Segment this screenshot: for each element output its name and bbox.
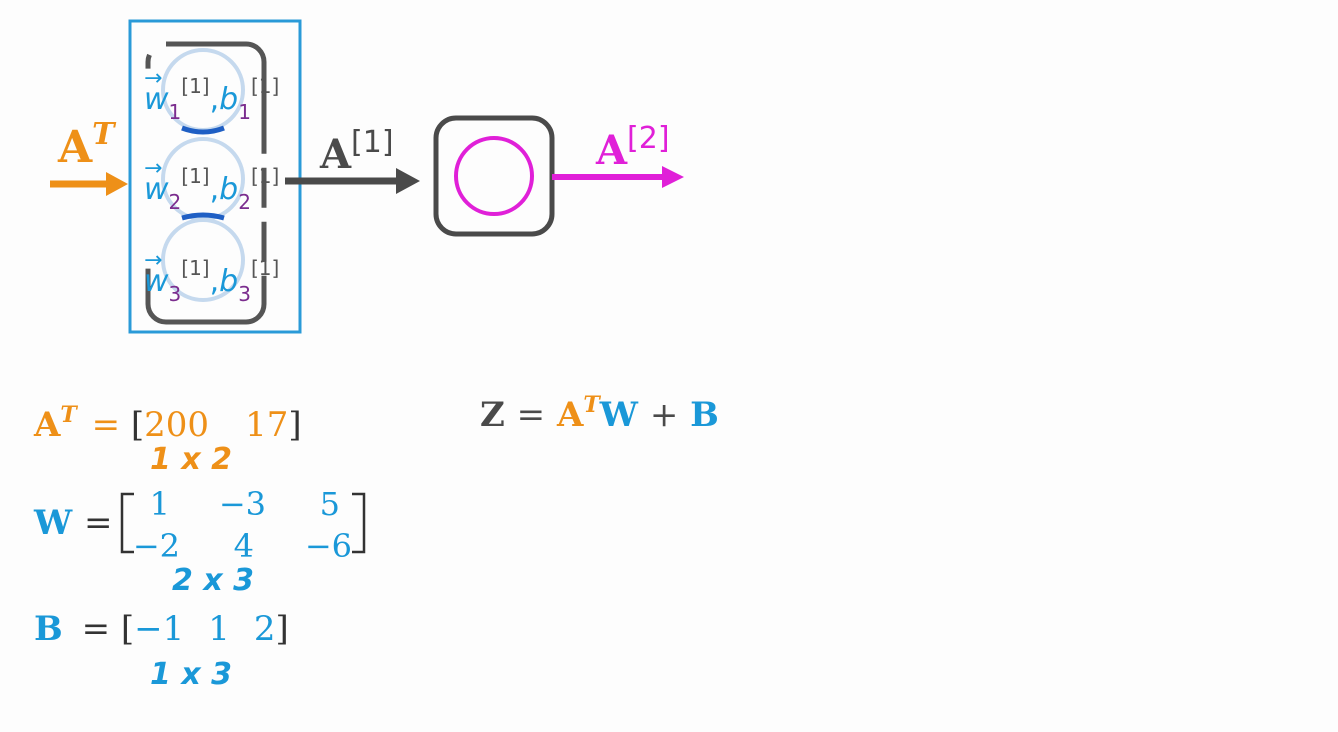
layer1-output-label-base: A — [320, 131, 352, 178]
neuron-3-b-sup: [1] — [250, 256, 280, 280]
neuron-2-b-sup: [1] — [250, 164, 280, 188]
z-a-sup: T — [583, 392, 600, 418]
neuron-3-b-sub: 3 — [238, 282, 251, 306]
b-lhs: B — [34, 609, 63, 649]
w-cell-1-0: −2 — [132, 527, 180, 565]
neuron-1-label: →w1[1],b1[1] — [144, 68, 280, 124]
z-equation: Z = ATW + B — [480, 394, 719, 435]
b-value-3: 2 — [253, 609, 276, 649]
vector-arrow-icon: → — [144, 156, 163, 181]
neuron-2-w-sub: 2 — [168, 190, 182, 214]
layer2-output-label-sup: [2] — [627, 121, 670, 156]
neuron-1-w-sup: [1] — [181, 74, 210, 98]
neuron-2-w: w — [144, 172, 169, 207]
layer1-selection-box — [128, 19, 302, 334]
at-value-1: 200 — [144, 405, 210, 445]
neuron-1-w: w — [144, 82, 169, 117]
neuron-2-b: b — [219, 172, 239, 207]
layer2-output-arrowhead — [662, 166, 684, 188]
layer2-box — [433, 115, 555, 237]
at-value-2: 17 — [245, 405, 289, 445]
input-label-sup: T — [92, 117, 115, 152]
neuron-1-comma: , — [209, 82, 220, 117]
layer1-output-arrowhead — [396, 168, 420, 194]
w-equation: W = — [34, 506, 113, 540]
b-value-2: 1 — [208, 609, 230, 649]
input-label: AT — [58, 120, 114, 170]
at-close-bracket: ] — [288, 405, 302, 445]
layer1-output-label-sup: [1] — [351, 125, 394, 160]
w-right-bracket — [352, 492, 366, 554]
neuron-1-b-sub: 1 — [238, 100, 251, 124]
w-cell-0-2: 5 — [319, 485, 340, 523]
layer2-output-label: A[2] — [596, 124, 670, 171]
w-cell-0-1: −3 — [218, 485, 266, 523]
at-lhs-sup: T — [60, 402, 77, 428]
w-cell-1-1: 4 — [233, 527, 254, 565]
b-eq-sign: = — [81, 609, 111, 649]
z-lhs: Z — [480, 395, 505, 435]
input-label-base: A — [58, 122, 93, 173]
input-arrowhead — [106, 172, 128, 196]
z-b: B — [690, 395, 719, 435]
neuron-3-circle — [161, 218, 245, 302]
layer1-container — [145, 41, 267, 325]
b-value-1: −1 — [134, 609, 185, 649]
b-close-bracket: ] — [275, 609, 289, 649]
b-dims-annotation: 1 x 3 — [150, 657, 232, 692]
neuron-join-1 — [181, 125, 225, 135]
neuron-3-comma: , — [209, 264, 220, 299]
z-w: W — [599, 395, 638, 435]
neuron-3-w-sub: 3 — [168, 282, 182, 306]
z-plus: + — [649, 395, 679, 435]
neuron-2-b-sub: 2 — [238, 190, 251, 214]
neuron-1-b: b — [219, 82, 239, 117]
z-eq-sign: = — [516, 395, 546, 435]
neuron-1-b-sup: [1] — [250, 74, 280, 98]
neuron-3-w-sup: [1] — [181, 256, 210, 280]
at-lhs: A — [34, 405, 61, 445]
layer2-output-label-base: A — [596, 127, 628, 174]
w-lhs: W — [34, 503, 73, 543]
neuron-2-label: →w2[1],b2[1] — [144, 158, 280, 214]
vector-arrow-icon: → — [144, 248, 163, 273]
neuron-3-b: b — [219, 264, 239, 299]
neuron-3-label: →w3[1],b3[1] — [144, 250, 280, 306]
w-eq-sign: = — [84, 503, 113, 543]
at-eq-sign: = — [91, 405, 121, 445]
layer1-output-label: A[1] — [320, 128, 394, 175]
vector-arrow-icon: → — [144, 66, 163, 91]
neuron-join-2 — [181, 212, 225, 221]
b-open-bracket: [ — [120, 609, 135, 649]
layer2-neuron-circle — [454, 136, 534, 216]
neuron-2-w-sup: [1] — [181, 164, 210, 188]
w-cell-0-0: 1 — [149, 485, 170, 523]
at-open-bracket: [ — [130, 405, 145, 445]
at-dims-annotation: 1 x 2 — [150, 442, 232, 477]
neuron-1-w-sub: 1 — [168, 100, 182, 124]
neuron-3-w: w — [144, 264, 169, 299]
neuron-2-comma: , — [209, 172, 220, 207]
w-cell-1-2: −6 — [304, 527, 352, 565]
w-dims-annotation: 2 x 3 — [172, 563, 254, 598]
z-a: A — [557, 395, 584, 435]
at-equation: AT = [200 17] — [34, 404, 302, 445]
w-left-bracket — [120, 492, 134, 554]
